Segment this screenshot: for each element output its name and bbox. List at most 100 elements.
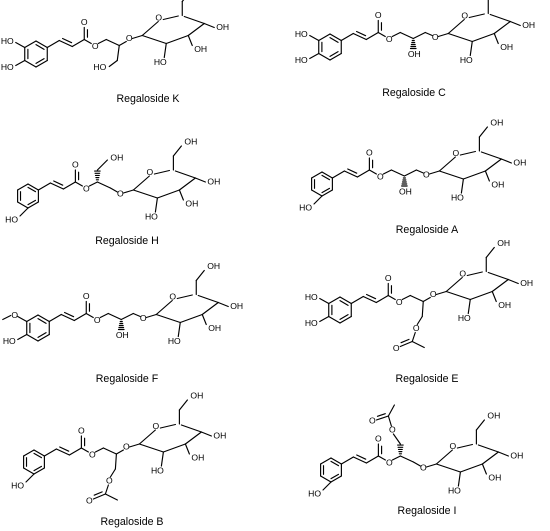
- bond: [467, 298, 471, 315]
- ring-bond: [27, 183, 39, 191]
- hydroxyl-label: OH: [110, 152, 123, 162]
- bond: [99, 312, 109, 319]
- bond: [460, 178, 464, 194]
- bond: [122, 189, 134, 194]
- bond: [43, 448, 57, 457]
- bond: [217, 301, 229, 308]
- carbonyl-oxygen-label: O: [83, 291, 90, 301]
- alkene-bond: [343, 170, 358, 178]
- bond: [422, 296, 431, 303]
- ring-bond: [330, 457, 342, 465]
- ester-oxygen-label: O: [377, 171, 384, 181]
- bond: [425, 463, 437, 468]
- hydroxyl-label: HO: [295, 55, 308, 65]
- bond: [181, 0, 185, 3]
- aromatic-bond: [37, 318, 47, 324]
- bond: [391, 31, 401, 38]
- carbonyl-oxygen-label: O: [366, 147, 373, 157]
- hydroxyl-label: OH: [216, 22, 229, 32]
- bond: [120, 312, 134, 321]
- hydroxyl-label: HO: [295, 29, 308, 39]
- bond: [96, 159, 108, 171]
- ring-bond: [320, 457, 332, 465]
- aromatic-bond: [27, 186, 37, 193]
- hydroxyl-label: OH: [191, 452, 204, 462]
- bond: [491, 290, 497, 303]
- bond: [445, 290, 471, 301]
- ring-oxygen-label: O: [169, 291, 176, 301]
- hydroxyl-label: HO: [308, 488, 321, 498]
- ring-bond: [24, 40, 37, 49]
- bond: [340, 32, 354, 42]
- alkene-bond: [49, 182, 64, 190]
- bond: [368, 169, 377, 175]
- bond: [165, 34, 189, 45]
- bond: [475, 419, 485, 431]
- bond: [399, 31, 414, 40]
- alkene-bond: [58, 39, 73, 48]
- bond: [340, 456, 354, 465]
- caption-regaloside-c: Regaloside C: [382, 87, 446, 99]
- hydroxyl-label: OH: [194, 44, 207, 54]
- bond: [141, 20, 159, 37]
- bond: [309, 52, 320, 60]
- bond: [85, 312, 94, 319]
- bond: [128, 443, 140, 448]
- benzene-ring: [17, 183, 39, 209]
- hydroxyl-label: HO: [151, 465, 164, 475]
- methyl-bond: [411, 340, 425, 349]
- ring-bond: [37, 314, 50, 323]
- bond: [391, 455, 401, 461]
- bond: [15, 41, 26, 49]
- bond: [184, 443, 190, 455]
- bond: [194, 177, 206, 183]
- hydroxyl-label: HO: [458, 313, 471, 323]
- bond: [478, 126, 488, 138]
- double-bond-inner: [93, 491, 103, 496]
- bond: [132, 189, 158, 199]
- bond: [447, 18, 465, 35]
- bond: [319, 315, 330, 323]
- bond: [365, 31, 379, 41]
- ring-bond: [311, 189, 323, 197]
- acetate-oxygen-label: O: [389, 424, 396, 434]
- ring-bond: [318, 33, 331, 42]
- carbonyl-bond: [399, 340, 413, 348]
- caption-regaloside-f: Regaloside F: [96, 373, 159, 385]
- bond: [154, 197, 158, 213]
- bond: [177, 321, 181, 338]
- aromatic-bond: [330, 473, 340, 480]
- bond: [509, 20, 521, 27]
- structure-regaloside-k: HOHOOOHOOOOHOHOHHO: [1, 0, 229, 72]
- aromatic-bond: [329, 37, 339, 43]
- bond: [109, 187, 118, 193]
- glycosidic-oxygen-label: O: [123, 441, 130, 451]
- ring-oxygen-label: O: [147, 167, 154, 177]
- double-bond-inner: [53, 180, 64, 186]
- hydroxyl-label: HO: [1, 36, 14, 46]
- hydroxyl-label: OH: [510, 450, 523, 460]
- aromatic-bond: [35, 58, 45, 64]
- bond: [447, 32, 473, 43]
- bond: [187, 34, 193, 47]
- bond: [435, 449, 453, 465]
- ring-oxygen-label: O: [450, 441, 457, 451]
- bond: [412, 31, 426, 40]
- ring-bond: [23, 467, 35, 475]
- double-bond-inner: [366, 293, 377, 300]
- carbonyl-oxygen-label: O: [375, 10, 382, 20]
- ring-bond: [35, 40, 48, 49]
- bond: [445, 276, 463, 293]
- bond: [469, 40, 473, 57]
- bond: [331, 170, 345, 179]
- hydroxyl-label: OH: [491, 179, 504, 189]
- carbonyl-oxygen-label: O: [72, 159, 79, 169]
- bond: [153, 169, 170, 175]
- bond: [15, 59, 26, 67]
- bond: [435, 463, 461, 473]
- bond: [178, 177, 196, 191]
- aromatic-bond: [339, 314, 349, 320]
